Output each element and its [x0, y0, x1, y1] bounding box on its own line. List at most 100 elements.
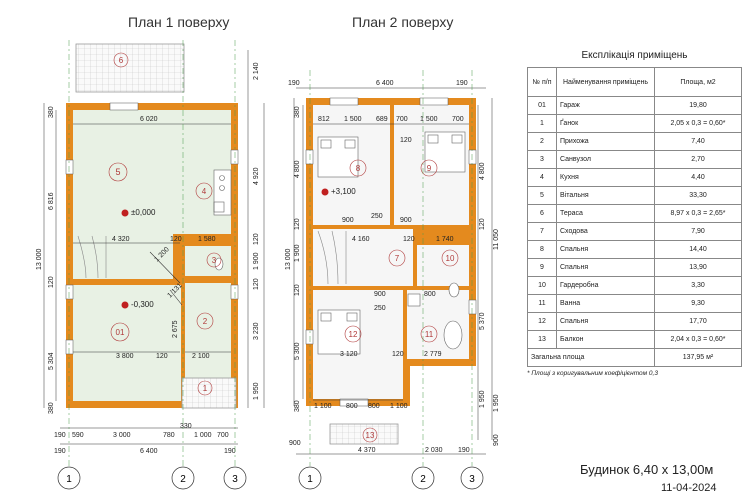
dim-label: 13 000: [36, 248, 43, 270]
axis-label: 1: [307, 474, 313, 485]
room-label: 13: [366, 431, 375, 440]
rooms-table: № п/п Найменування приміщень Площа, м2 0…: [527, 67, 742, 367]
kitchen-counter: [213, 169, 232, 216]
room-number: 8: [527, 240, 557, 259]
room-label: 11: [425, 330, 434, 339]
dim-label: 190: [458, 447, 470, 454]
room-number: 10: [527, 276, 557, 295]
level-mark: ±0,000: [131, 208, 156, 217]
room-number: 2: [527, 132, 557, 151]
floor2-plan: 8 9 7 10 12 11 13 +3,100 6 400 190 190 8: [285, 70, 500, 490]
dim-label: 1 950: [253, 382, 260, 400]
dim-label: 380: [48, 106, 55, 118]
dim-label: 900: [342, 217, 354, 224]
dim-label: 700: [396, 116, 408, 123]
dim-label: 5 300: [294, 342, 301, 360]
axis-label: 2: [180, 474, 186, 485]
room-area: 3,30: [654, 276, 742, 295]
room-name: Гардеробна: [556, 276, 655, 295]
dim-label: 380: [294, 400, 301, 412]
room-label: 7: [395, 254, 400, 263]
dim-label: 700: [452, 116, 464, 123]
dim-label: 3 120: [340, 351, 358, 358]
balcony-area: [329, 423, 399, 445]
dim-label: 689: [376, 116, 388, 123]
dim-label: 11 050: [493, 229, 500, 250]
dim-label: 900: [400, 217, 412, 224]
room-name: Тераса: [556, 204, 655, 223]
room-name: Вітальня: [556, 186, 655, 205]
footnote: * Площі з коригувальним коефіцієнтом 0,3: [527, 370, 658, 377]
dim-label: 250: [374, 305, 386, 312]
axis-label: 2: [420, 474, 426, 485]
dim-label: 250: [371, 213, 383, 220]
room-number: 12: [527, 312, 557, 331]
room-name: Спальня: [556, 240, 655, 259]
dim-label: 1 100: [390, 403, 408, 410]
dim-label: 812: [318, 116, 330, 123]
floor1-title: План 1 поверху: [128, 14, 230, 30]
stair-hall: [73, 234, 173, 279]
dim-label: 900: [289, 440, 301, 447]
room-number: 1: [527, 114, 557, 133]
room-name: Прихожа: [556, 132, 655, 151]
room-name: Спальня: [556, 258, 655, 277]
room-number: 01: [527, 96, 557, 115]
dim-label: 1 950: [493, 394, 500, 412]
dim-label: 190: [456, 80, 468, 87]
rooms-explication: Експлікація приміщень № п/п Найменування…: [527, 50, 742, 377]
room-name: Балкон: [556, 330, 655, 349]
dim-label: 1 000: [194, 432, 212, 439]
dim-label: 13 000: [285, 248, 292, 270]
total-label: Загальна площа: [527, 348, 655, 367]
dim-label: 120: [294, 218, 301, 230]
room-area: 7,40: [654, 132, 742, 151]
dim-label: 4 320: [112, 236, 130, 243]
dim-label: 120: [156, 353, 168, 360]
wardrobe: [417, 245, 469, 286]
room-label: 10: [446, 254, 455, 263]
dim-label: 5 304: [48, 352, 55, 370]
dim-label: 3 800: [116, 353, 134, 360]
axis-label: 3: [232, 474, 238, 485]
floor1-plan: 5 6 4 3 01 2 1 ±0,000 -0,300: [36, 40, 265, 490]
dim-label: 3 000: [113, 432, 131, 439]
dim-label: 1 580: [198, 236, 216, 243]
axis-label: 1: [66, 474, 72, 485]
dim-label: 780: [163, 432, 175, 439]
dim-label: 190: [224, 448, 236, 455]
dim-label: 2 675: [172, 320, 179, 338]
room-label: 1: [203, 384, 208, 393]
room-area: 14,40: [654, 240, 742, 259]
col-header: Найменування приміщень: [556, 67, 655, 97]
room-label: 3: [212, 256, 217, 265]
dim-label: 800: [346, 403, 358, 410]
total-row: Загальна площа 137,95 м²: [527, 348, 742, 367]
living-room: [73, 110, 231, 234]
room-label: 9: [427, 164, 432, 173]
explication-title: Експлікація приміщень: [581, 50, 688, 61]
room-area: 13,90: [654, 258, 742, 277]
dim-label: 1 950: [479, 390, 486, 408]
dim-label: 2 779: [424, 351, 442, 358]
dim-label: 800: [424, 291, 436, 298]
stair-hall-2: [313, 229, 413, 286]
room-label: 5: [115, 167, 120, 177]
room-name: Сходова: [556, 222, 655, 241]
bathroom-1: [185, 246, 231, 276]
room-area: 2,04 x 0,3 = 0,60*: [654, 330, 742, 349]
dim-label: 120: [479, 218, 486, 230]
room-number: 3: [527, 150, 557, 169]
dim-label: 4 160: [352, 236, 370, 243]
dim-label: 120: [400, 137, 412, 144]
dim-label: 2 140: [253, 62, 260, 80]
dim-label: 120: [48, 276, 55, 288]
dim-label: 120: [253, 233, 260, 245]
dim-label: 4 370: [358, 447, 376, 454]
